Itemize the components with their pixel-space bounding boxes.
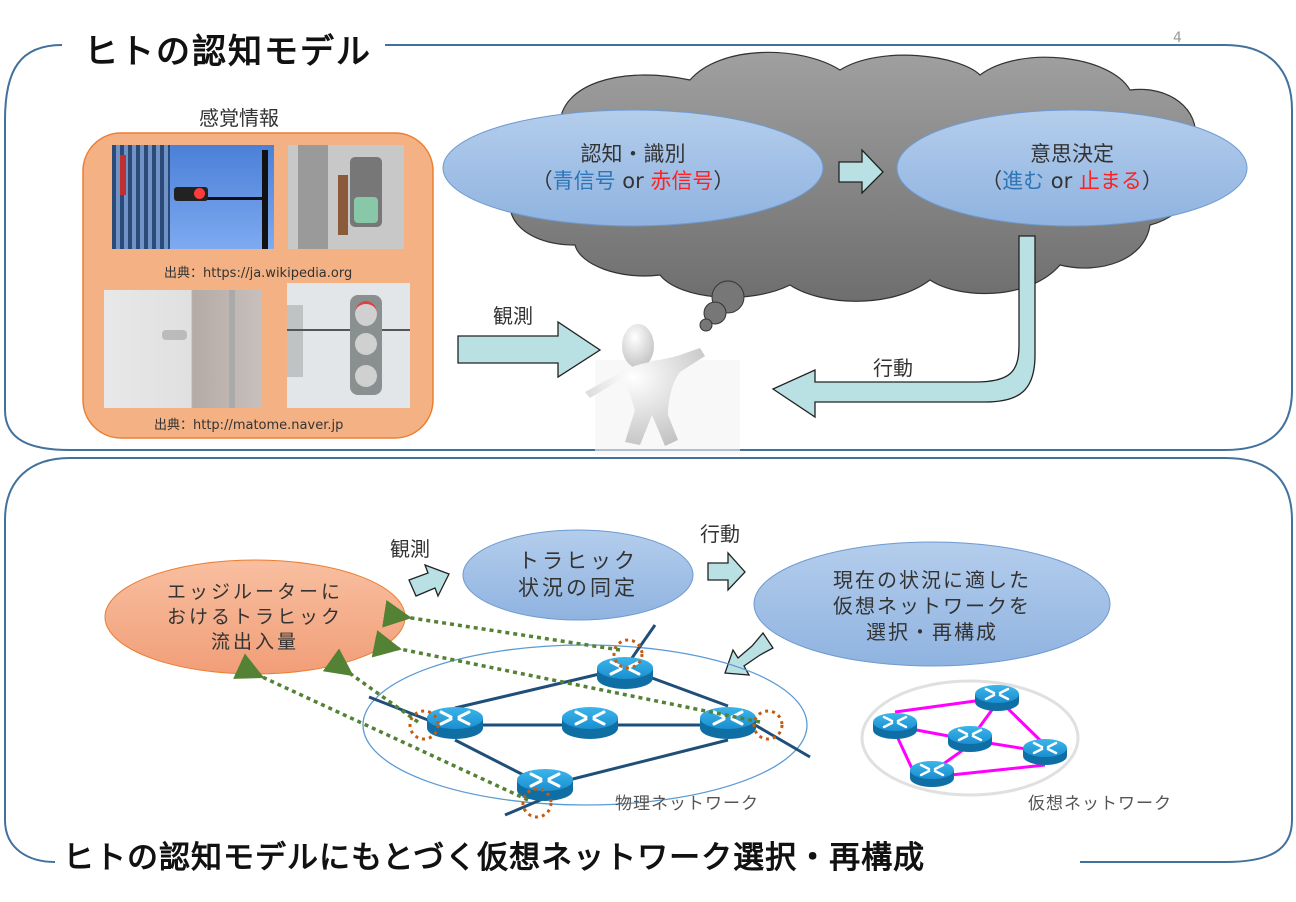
- reconfig-ellipse: [753, 541, 1111, 667]
- router-icon: [698, 705, 758, 741]
- snow-covered-signal-photo: [287, 283, 410, 408]
- green-light-text: 青信号: [552, 169, 616, 193]
- router-icon: [560, 705, 620, 741]
- pedestrian-signal-photo: [288, 145, 404, 249]
- traffic-id-line: トラヒック: [518, 548, 638, 573]
- traffic-id-line: 状況の同定: [518, 576, 638, 600]
- virtual-router-icon: [1021, 737, 1069, 767]
- photo-credit-wikipedia[interactable]: 出典：https://ja.wikipedia.org: [164, 266, 353, 281]
- person-figure: [585, 324, 740, 455]
- measurement-arrows: [233, 599, 761, 802]
- reconfig-line: 現在の状況に適した: [833, 568, 1031, 592]
- action-label: 行動: [873, 356, 913, 380]
- bottom-action-label: 行動: [700, 522, 740, 546]
- edge-router-line: おけるトラヒック: [166, 606, 343, 629]
- stop-text: 止まる: [1078, 169, 1142, 193]
- virtual-router-icon: [973, 683, 1021, 713]
- sensory-info-label: 感覚情報: [199, 106, 279, 130]
- decision-ellipse: [896, 109, 1248, 227]
- edge-port-markers: [408, 638, 784, 819]
- reconfig-line: 仮想ネットワークを: [833, 594, 1031, 618]
- bottom-observe-arrow: [408, 563, 450, 598]
- traffic-id-ellipse: [462, 529, 694, 621]
- reconfig-line: 選択・再構成: [866, 620, 998, 644]
- bottom-panel-title: ヒトの認知モデルにもとづく仮想ネットワーク選択・再構成: [55, 832, 934, 877]
- router-icon: [595, 655, 655, 691]
- recognition-title: 認知・識別: [580, 141, 686, 166]
- observe-label: 観測: [493, 304, 533, 328]
- edge-router-line: 流出入量: [210, 630, 299, 653]
- photo-credit-naver[interactable]: 出典：http://matome.naver.jp: [154, 418, 344, 433]
- decision-title: 意思決定: [1030, 141, 1114, 166]
- bottom-action-arrow: [707, 551, 746, 592]
- recognition-to-decision-arrow: [838, 148, 884, 195]
- reconfig-to-network-arrow: [724, 631, 774, 676]
- decision-options: （進む or 止まる）: [981, 169, 1163, 193]
- slide-number: 4: [1173, 30, 1182, 46]
- bottom-panel-border: [4, 457, 1293, 863]
- edge-router-text: エッジルーターに おけるトラヒック 流出入量: [110, 570, 400, 665]
- virtual-router-icon: [908, 759, 956, 789]
- go-text: 進む: [1002, 169, 1045, 193]
- recognition-options: （青信号 or 赤信号）: [531, 169, 735, 193]
- bottom-observe-label: 観測: [390, 537, 430, 561]
- physical-network-label: 物理ネットワーク: [615, 794, 759, 814]
- red-light-text: 赤信号: [650, 169, 714, 193]
- snowy-traffic-light-photo: [104, 290, 262, 408]
- traffic-id-text: トラヒック 状況の同定: [463, 535, 693, 615]
- top-panel-title: ヒトの認知モデル: [72, 24, 384, 73]
- edge-router-line: エッジルーターに: [166, 581, 343, 604]
- recognition-ellipse: [442, 109, 824, 227]
- action-arrow: [771, 235, 1036, 419]
- virtual-router-icon: [946, 724, 994, 754]
- recognition-text: 認知・識別 （青信号 or 赤信号）: [443, 120, 823, 216]
- virtual-router-icon: [871, 711, 919, 741]
- virtual-network-label: 仮想ネットワーク: [1028, 794, 1172, 814]
- decision-text: 意思決定 （進む or 止まる）: [897, 120, 1247, 216]
- traffic-light-red-photo: [112, 145, 274, 249]
- virtual-network-boundary: [860, 679, 1080, 797]
- reconfig-text: 現在の状況に適した 仮想ネットワークを 選択・再構成: [754, 556, 1110, 656]
- observe-arrow: [457, 320, 602, 379]
